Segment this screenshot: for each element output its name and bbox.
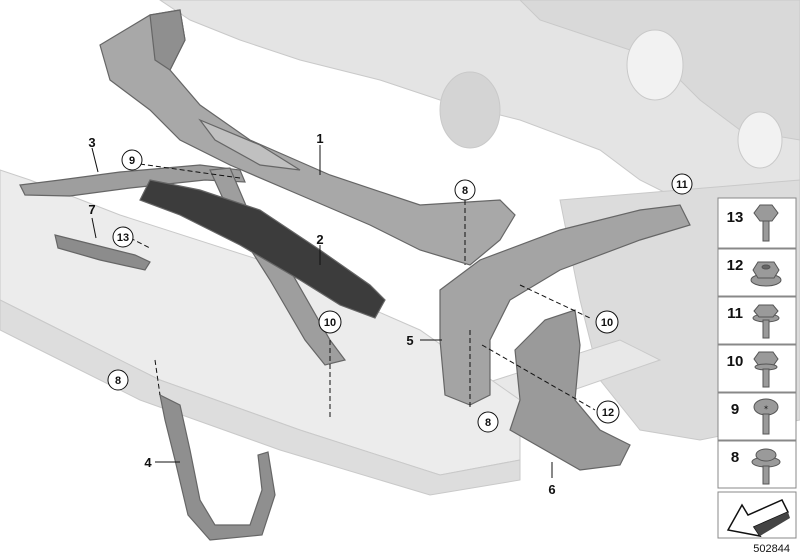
hex-bolt-icon [753,204,779,242]
assembly-lines [129,163,596,420]
legend-number-9: 9 [731,401,739,418]
ref-8-bottom: 8 [485,417,491,429]
part-2-lower-carrier [139,179,386,319]
part-7-bracket [54,234,151,271]
part-6-lower-bracket [509,309,631,471]
ref-11: 11 [676,179,688,191]
callout-4: 4 [144,455,152,470]
hex-collar-screw-icon [752,304,780,339]
callout-7: 7 [88,202,95,217]
ref-8-top: 8 [462,185,468,197]
part-5-side-support [439,204,691,406]
ref-12: 12 [602,407,614,419]
legend-number-12: 12 [727,257,744,274]
part-3-brace-strut [19,164,246,197]
svg-text:✶: ✶ [763,404,769,412]
legend-number-8: 8 [731,449,739,466]
torx-pan-screw-icon: ✶ [753,398,779,435]
legend-number-13: 13 [727,209,744,226]
ref-10-right: 10 [601,317,613,329]
circled-references [107,149,693,433]
callout-6: 6 [548,482,555,497]
ref-9: 9 [129,155,135,167]
parts-foreground [19,9,691,541]
ref-10-center: 10 [324,317,336,329]
legend-number-10: 10 [727,353,744,370]
legend-number-11: 11 [727,305,743,322]
hex-flange-screw-icon [753,351,779,388]
hex-nut-washer-icon [750,261,782,287]
callout-3: 3 [88,135,95,150]
callout-5: 5 [406,333,413,348]
ref-8-left: 8 [115,375,121,387]
callout-labels: 1 2 3 4 5 6 7 [88,131,555,497]
arrow-down-left-icon [726,499,790,538]
callout-1: 1 [316,131,323,146]
document-number: 502844 [753,543,790,555]
ref-13: 13 [117,232,129,244]
part-4-u-bracket [159,393,276,541]
leader-lines [91,145,553,478]
fastener-legend: 13 12 11 10 9 8 [717,197,797,555]
torx-washer-screw-icon [751,448,781,485]
callout-2: 2 [316,232,323,247]
circled-reference-labels: 9 13 8 8 10 11 10 8 12 [115,155,688,429]
